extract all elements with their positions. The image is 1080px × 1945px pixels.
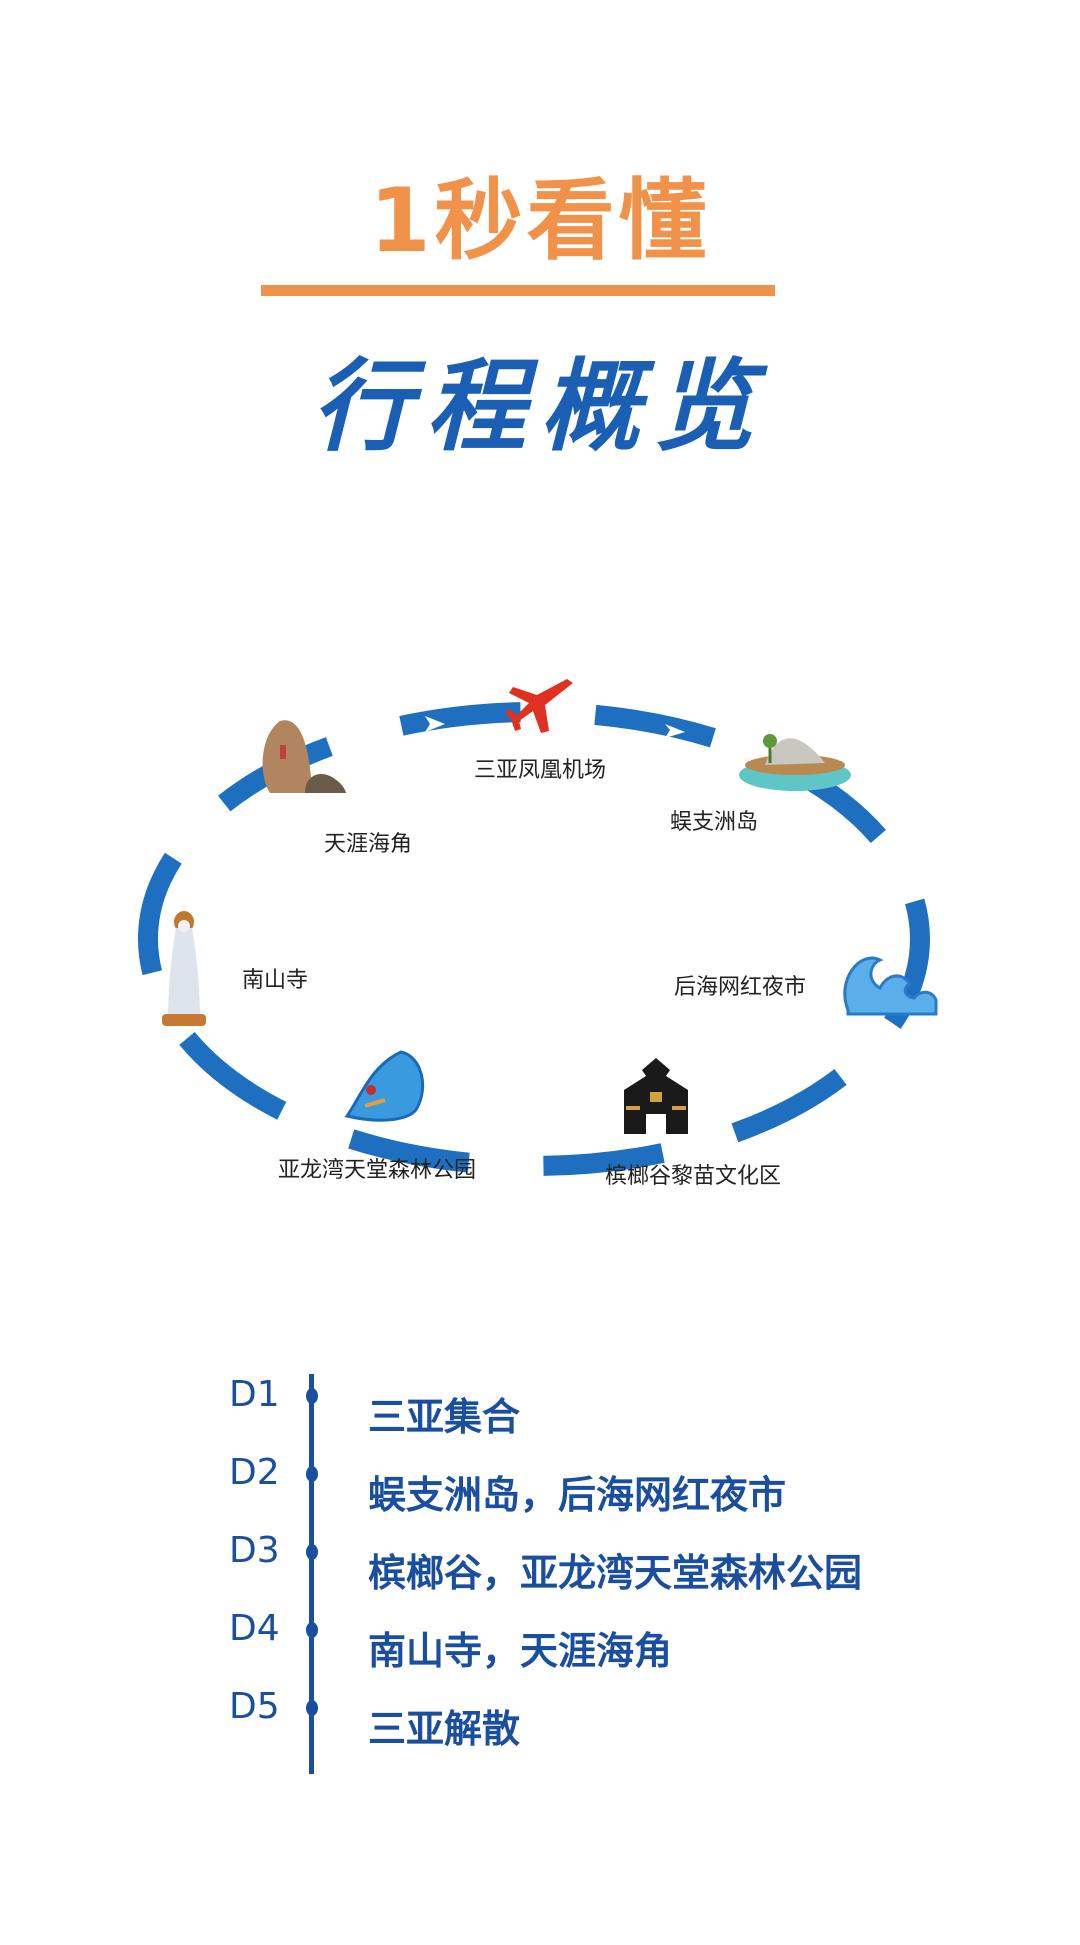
island-icon [739,734,851,791]
timeline-dot [306,1700,318,1716]
day-label: D1 [229,1374,280,1415]
rock-icon [262,720,346,793]
day-plan: 蜈支洲岛，后海网红夜市 [368,1473,787,1517]
guanyin-statue-icon [162,911,206,1026]
surfer-wave-icon [344,1050,425,1122]
route-chevrons [175,716,913,1166]
stop-label-airport: 三亚凤凰机场 [473,758,607,783]
title-one-second: 1秒看懂 [369,169,711,272]
orange-divider [261,285,775,296]
stop-label-binglanggu: 槟榔谷黎苗文化区 [604,1164,782,1189]
day-plan: 南山寺，天涯海角 [368,1629,673,1673]
stop-label-nanshan: 南山寺 [241,968,309,993]
day-label: D3 [229,1530,280,1571]
day-plan: 三亚解散 [368,1707,521,1751]
day-label: D5 [229,1686,280,1727]
timeline-dot [306,1388,318,1404]
stop-label-houhai: 后海网红夜市 [673,975,807,1000]
timeline-dot [306,1466,318,1482]
day-plan: 槟榔谷，亚龙湾天堂森林公园 [368,1551,863,1595]
waves-icon [843,956,938,1016]
timeline-dot [306,1622,318,1638]
route-loop [138,702,930,1176]
airplane-icon [505,679,573,733]
li-house-icon [624,1058,688,1134]
stop-label-tianya: 天涯海角 [323,832,413,857]
route-ellipse [138,702,930,1176]
stop-label-wuzhizhou: 蜈支洲岛 [669,810,759,835]
timeline-line [309,1374,314,1774]
day-label: D2 [229,1452,280,1493]
stop-label-yalongwan: 亚龙湾天堂森林公园 [277,1158,477,1183]
day-label: D4 [229,1608,280,1649]
title-itinerary-overview: 行程概览 [312,347,768,465]
day-plan: 三亚集合 [368,1395,521,1439]
timeline-dot [306,1544,318,1560]
